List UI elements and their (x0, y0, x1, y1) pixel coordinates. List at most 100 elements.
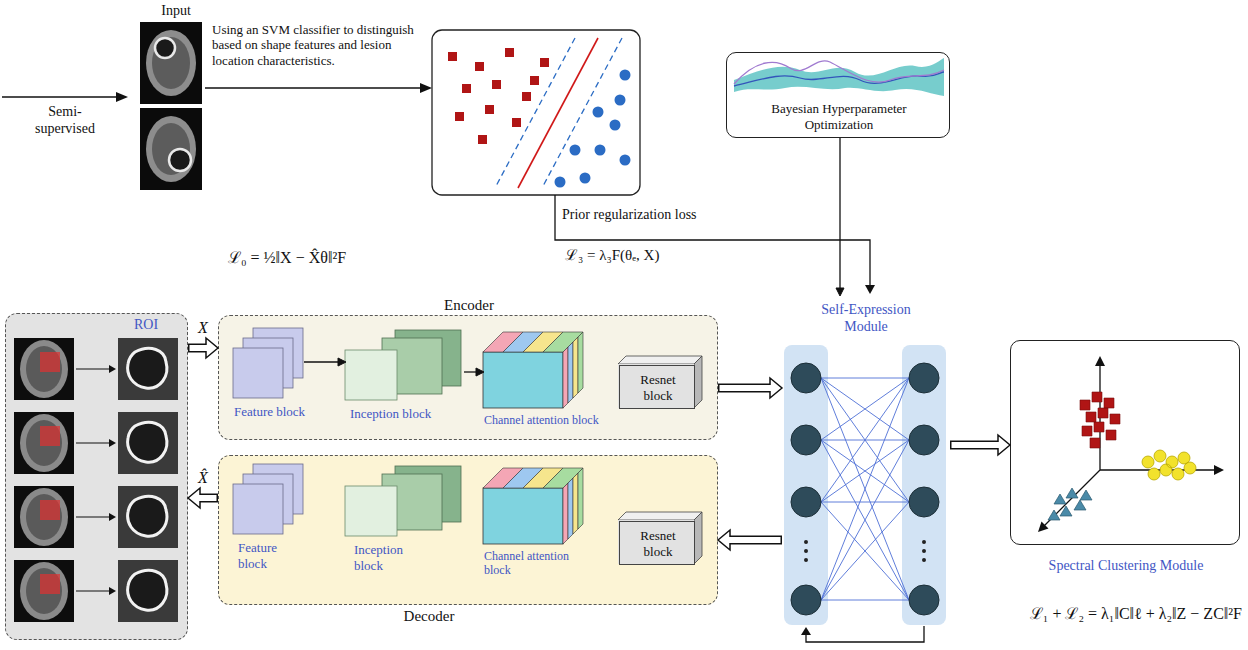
block-label: Inception block (354, 542, 426, 573)
panel-title: ROI (124, 317, 168, 334)
axis-heads (1038, 356, 1224, 532)
optimization-box: Bayesian Hyperparameter Optimization (726, 52, 950, 138)
text-slot: Inception block (354, 542, 426, 573)
neurons (791, 363, 939, 615)
svm-hyperplane (518, 38, 598, 188)
arrowhead (188, 488, 200, 508)
arrowhead (338, 358, 346, 366)
arrow-outline (718, 384, 770, 393)
feature-block: Feature block (234, 329, 304, 401)
cluster-b (1142, 450, 1196, 480)
arrow-gap (728, 537, 732, 543)
attention-block: Channel attention block (484, 467, 594, 547)
arrow-outline (200, 494, 218, 503)
inception-block: Inception block (346, 331, 464, 403)
text-slot: Semi-supervised (22, 104, 108, 138)
lesion (155, 38, 175, 58)
text-slot: Channel attention block (484, 549, 570, 578)
roi-row (14, 412, 178, 474)
arrowhead (476, 368, 484, 376)
flow-connector (464, 368, 484, 376)
svm-plot-frame (432, 30, 640, 195)
resnet-block: Resnet block (619, 365, 695, 409)
ellipsis-dots (804, 540, 926, 562)
decoder-panel: DecoderFeature blockInception blockChann… (218, 455, 718, 605)
image-caption: Input (146, 3, 206, 20)
block-label: Resnet block (620, 372, 696, 403)
encoder-blocks (233, 328, 583, 408)
brain-inner (152, 123, 190, 175)
input-arrow (2, 96, 118, 98)
arrow-line (839, 138, 840, 288)
mri-image (140, 22, 202, 104)
loss-name: Prior regularization loss (562, 207, 697, 224)
text-slot: Decoder (369, 607, 489, 625)
loss-formula: ℒ₀ = ½‖X − X̂θ‖²F (228, 248, 346, 267)
arrowhead (998, 435, 1010, 455)
arrowhead (836, 288, 844, 296)
arrow-body (200, 495, 217, 501)
arrow-body (190, 345, 207, 351)
text-slot: Feature block (234, 404, 326, 420)
brain-inner (152, 37, 190, 89)
arrowhead (801, 627, 811, 635)
block-label: Resnet block (620, 528, 696, 559)
mri-image (140, 108, 202, 190)
roi-panel-ground (5, 313, 188, 640)
arrowhead (206, 338, 218, 358)
text-slot: Spectral Clustering Module (1011, 558, 1241, 575)
text-slot: ROI (124, 317, 168, 334)
arrow-gap (198, 495, 202, 501)
flow-connector (188, 338, 218, 358)
prior-loss-line (555, 195, 870, 286)
text-slot: Bayesian Hyperparameter Optimization (727, 101, 951, 132)
block-label: Channel attention block (484, 549, 570, 578)
box-title: Bayesian Hyperparameter Optimization (727, 101, 951, 132)
flow-connector (836, 138, 844, 296)
roi-row (14, 560, 178, 622)
text-slot: ℒ₃ = λ₃F(θₑ, X) (565, 246, 659, 264)
panel-title: Decoder (369, 607, 489, 625)
flow-connector (950, 435, 1010, 455)
flow-connector (188, 488, 218, 508)
mean-curve (734, 72, 944, 86)
objective-curve (734, 61, 944, 84)
cluster-c (1048, 488, 1092, 520)
encoder-panel: EncoderFeature blockInception blockChann… (218, 315, 718, 440)
flow-connector (718, 378, 782, 398)
cluster-a (1080, 392, 1120, 448)
text-slot: Resnet block (620, 366, 696, 410)
edge-label: X̂ (189, 468, 217, 489)
resnet-art (618, 512, 702, 564)
self-expression-module: Self-Expression Module (782, 296, 950, 628)
text-slot: Self-Expression Module (811, 302, 921, 336)
roi-row (14, 486, 178, 548)
text-slot: Encoder (409, 296, 529, 314)
flow-connector (718, 530, 782, 550)
arrow-gap (996, 442, 1000, 448)
roi-row (14, 338, 178, 400)
arrow-outline (950, 441, 998, 450)
text-slot: Prior regularization loss (562, 207, 697, 224)
feedback-loop (806, 626, 924, 642)
arrowhead (770, 378, 782, 398)
arrow-line (464, 371, 476, 372)
roi-panel: ROI (5, 313, 188, 640)
attention-block: Channel attention block (484, 331, 594, 411)
arrow-outline (188, 344, 206, 353)
block-label: Channel attention block (484, 413, 616, 427)
arrow-gap (768, 385, 772, 391)
inception-block: Inception block (346, 467, 464, 539)
resnet-art (618, 356, 702, 408)
module-title: Self-Expression Module (811, 302, 921, 336)
brain (146, 116, 196, 182)
decoder-blocks (233, 464, 583, 544)
svm-margin (495, 38, 622, 188)
feature-block: Feature block (234, 465, 304, 537)
lesion (169, 149, 191, 171)
arrow-outline (730, 536, 782, 545)
decoder-ground (218, 455, 718, 605)
resnet-block: Resnet block (619, 521, 695, 565)
clustering-box: Spectral Clustering Module (1010, 340, 1240, 545)
